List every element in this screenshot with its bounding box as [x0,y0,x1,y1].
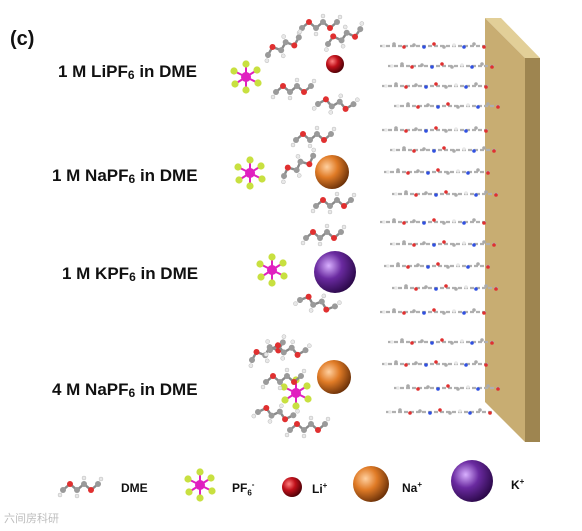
row-4-molecules [241,331,351,440]
legend-na-icon [353,466,389,502]
row-label-1: 1 M LiPF6 in DME [58,62,197,82]
legend-li-label: Li+ [312,481,328,496]
electrode [485,18,540,442]
legend-pf6-icon [183,467,217,503]
panel-label: (c) [10,28,35,50]
legend-na-label: Na+ [402,480,423,495]
legend-li-icon [282,477,302,497]
legend-k-label: K+ [511,477,525,492]
na-ion-4 [317,360,351,394]
pf6-anion-3 [255,252,289,288]
row-3-molecules [255,222,356,323]
k-ion-3 [314,251,356,293]
legend-dme-icon [56,474,105,500]
pf6-anion-1 [229,59,263,95]
adsorbed-layer [378,41,504,416]
row-1-molecules [229,12,370,121]
legend-dme-label: DME [121,481,148,495]
legend-pf6-label: PF6- [232,480,255,498]
legend-k-icon [451,460,493,502]
row-2-molecules [233,124,358,216]
li-ion-1 [326,55,344,73]
na-ion-2 [315,155,349,189]
row-label-3: 1 M KPF6 in DME [62,264,199,284]
row-label-4: 4 M NaPF6 in DME [52,380,198,400]
legend-symbols [56,460,493,503]
row-label-2: 1 M NaPF6 in DME [52,166,198,186]
watermark: 六间房科研 [4,513,59,525]
pf6-anion-2 [233,155,267,191]
